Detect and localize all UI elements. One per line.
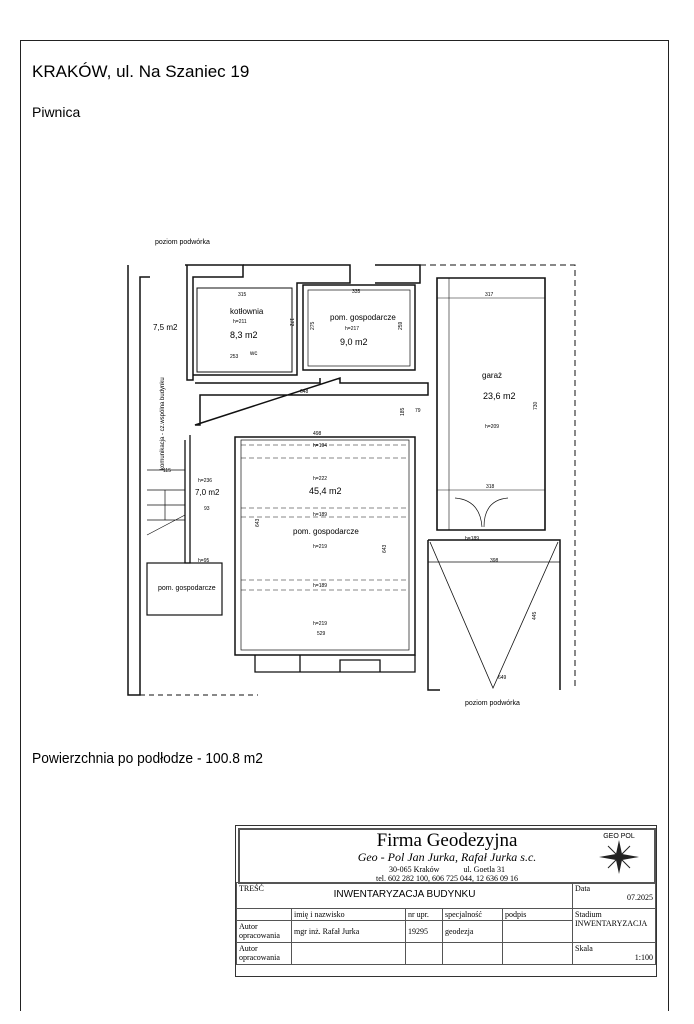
room-height: h=219	[313, 544, 327, 550]
dimension: 172	[288, 318, 294, 327]
firm-header: Firma Geodezyjna Geo - Pol Jan Jurka, Ra…	[238, 828, 656, 884]
wall	[375, 264, 421, 284]
wall	[184, 435, 191, 564]
dimension: 315	[238, 292, 247, 298]
logo-text: GEO POL	[603, 833, 635, 840]
dimension: 643	[382, 544, 388, 553]
stage-label: Stadium	[575, 910, 602, 919]
room-storage-corridor	[146, 562, 223, 616]
dimension: 649	[498, 675, 507, 681]
beam-height: h=194	[313, 443, 327, 449]
dimension: 317	[485, 292, 494, 298]
room-height: h=209	[485, 424, 499, 430]
address-city: 30-065 Kraków	[389, 865, 440, 874]
room-area: 7,5 m2	[153, 323, 178, 332]
garage-door-height: h=189	[465, 536, 479, 542]
site-boundary	[420, 264, 576, 690]
geopol-logo: GEO POL	[594, 833, 644, 879]
room-name: garaż	[482, 371, 502, 380]
dimension: 445	[532, 611, 538, 620]
author-license: 19295	[405, 920, 443, 943]
room-height: h=95	[198, 558, 209, 564]
dimension: 79	[415, 408, 421, 414]
room-big	[234, 436, 416, 656]
dimension: 529	[317, 631, 326, 637]
author-signature	[502, 920, 573, 943]
dimension: 643	[255, 518, 261, 527]
dimension: 253	[230, 354, 239, 360]
author-signature	[502, 942, 573, 965]
drawing-frame	[20, 40, 669, 1011]
date-label: Data	[575, 884, 591, 893]
page-title: KRAKÓW, ul. Na Szaniec 19	[32, 62, 250, 81]
driveway	[427, 539, 561, 691]
col-name: imię i nazwisko	[291, 908, 406, 921]
room-area: 23,6 m2	[483, 391, 516, 401]
wall	[194, 376, 429, 426]
dimension: 318	[486, 484, 495, 490]
dimension: 498	[313, 431, 322, 437]
stage-value: INWENTARYZACJA	[575, 919, 648, 928]
col-specialty: specjalność	[442, 908, 503, 921]
room-name: komunikacja - cz.wspólna budynku	[160, 377, 166, 470]
compass-rose-icon	[599, 840, 639, 874]
wall	[193, 264, 351, 376]
author-role: Autor opracowania	[236, 942, 292, 965]
content-value: INWENTARYZACJA BUDYNKU	[333, 889, 476, 900]
room-name: pom. gospodarcze	[158, 585, 216, 592]
yard-level-top: poziom podwórka	[155, 239, 210, 246]
room-name: pom. gospodarcze	[330, 313, 396, 322]
wall	[185, 264, 244, 381]
col-license: nr upr.	[405, 908, 443, 921]
address-street: ul. Goetla 31	[463, 865, 505, 874]
scale-value: 1:100	[634, 953, 653, 962]
dimension: 259	[398, 321, 404, 330]
company-name: Geo - Pol Jan Jurka, Rafał Jurka s.c.	[357, 850, 537, 864]
phone: tel. 602 282 100, 606 725 044, 12 636 09…	[376, 874, 518, 883]
dimension: 115	[163, 468, 171, 474]
room-height: h=219	[313, 621, 327, 627]
room-name: wc	[249, 351, 257, 357]
author-license	[405, 942, 443, 965]
room-area: 7,0 m2	[195, 488, 220, 497]
dimension: 185	[400, 407, 406, 416]
room-height: h=211	[233, 319, 247, 325]
author-name	[291, 942, 406, 965]
room-storage-small	[302, 284, 416, 371]
content-label: TREŚĆ	[239, 884, 264, 893]
room-height: h=222	[313, 476, 327, 482]
dimension: 275	[310, 321, 316, 330]
room-height: h=236	[198, 478, 212, 484]
room-height: h=217	[345, 326, 359, 332]
scale-label: Skala	[575, 944, 593, 953]
room-name: pom. gospodarcze	[293, 527, 359, 536]
room-area: 8,3 m2	[230, 330, 258, 340]
author-specialty: geodezja	[442, 920, 503, 943]
dimension: 398	[490, 558, 499, 564]
stairs	[146, 469, 186, 536]
room-area: 45,4 m2	[309, 486, 342, 496]
room-area: 9,0 m2	[340, 337, 368, 347]
dimension: 93	[204, 506, 210, 512]
author-name: mgr inż. Rafał Jurka	[291, 920, 406, 943]
floor-area-summary: Powierzchnia po podłodze - 100.8 m2	[32, 750, 263, 767]
room-kotlownia	[196, 287, 293, 373]
beam-height: h=189	[313, 512, 327, 518]
room-garage	[436, 277, 546, 531]
dimension: 648	[300, 389, 309, 395]
author-role: Autor opracowania	[236, 920, 292, 943]
title-block: Firma Geodezyjna Geo - Pol Jan Jurka, Ra…	[235, 825, 657, 977]
beam-height: h=189	[313, 583, 327, 589]
yard-level-bottom: poziom podwórka	[465, 700, 520, 707]
author-specialty	[442, 942, 503, 965]
date-value: 07.2025	[627, 893, 653, 902]
dimension: 730	[533, 401, 539, 410]
room-name: kotłownia	[230, 307, 264, 316]
level-label: Piwnica	[32, 104, 81, 120]
dimension: 335	[352, 289, 361, 295]
firm-name: Firma Geodezyjna	[376, 830, 518, 851]
wall	[127, 265, 150, 696]
col-signature: podpis	[502, 908, 573, 921]
